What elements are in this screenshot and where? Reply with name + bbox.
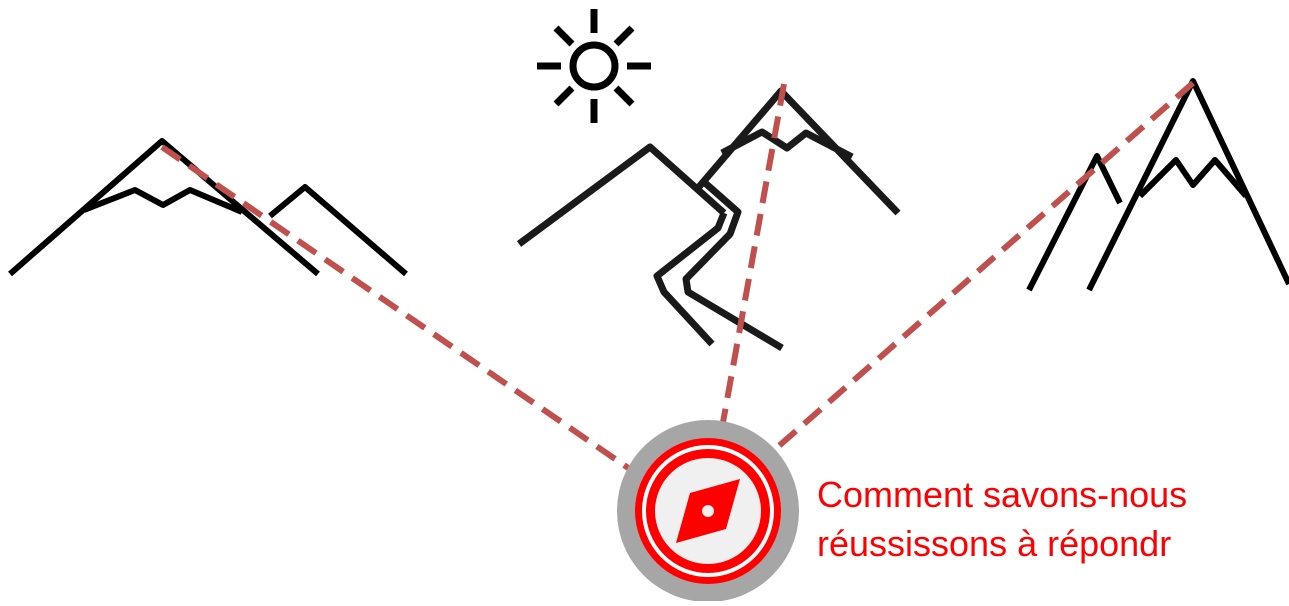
mountain-left-icon [8, 138, 408, 277]
mountain-center-icon [516, 87, 901, 352]
sight-lines [160, 80, 1195, 486]
caption-line-2: réussissons à répondr [817, 523, 1172, 564]
sun-icon [537, 9, 651, 123]
sight-line-right [770, 80, 1195, 455]
compass-icon [617, 420, 799, 602]
mountain-right-icon [1026, 78, 1289, 292]
caption-text: Comment savons-nous réussissons à répond… [817, 470, 1289, 601]
caption-line-1: Comment savons-nous [817, 474, 1188, 515]
sight-line-center [719, 83, 787, 429]
